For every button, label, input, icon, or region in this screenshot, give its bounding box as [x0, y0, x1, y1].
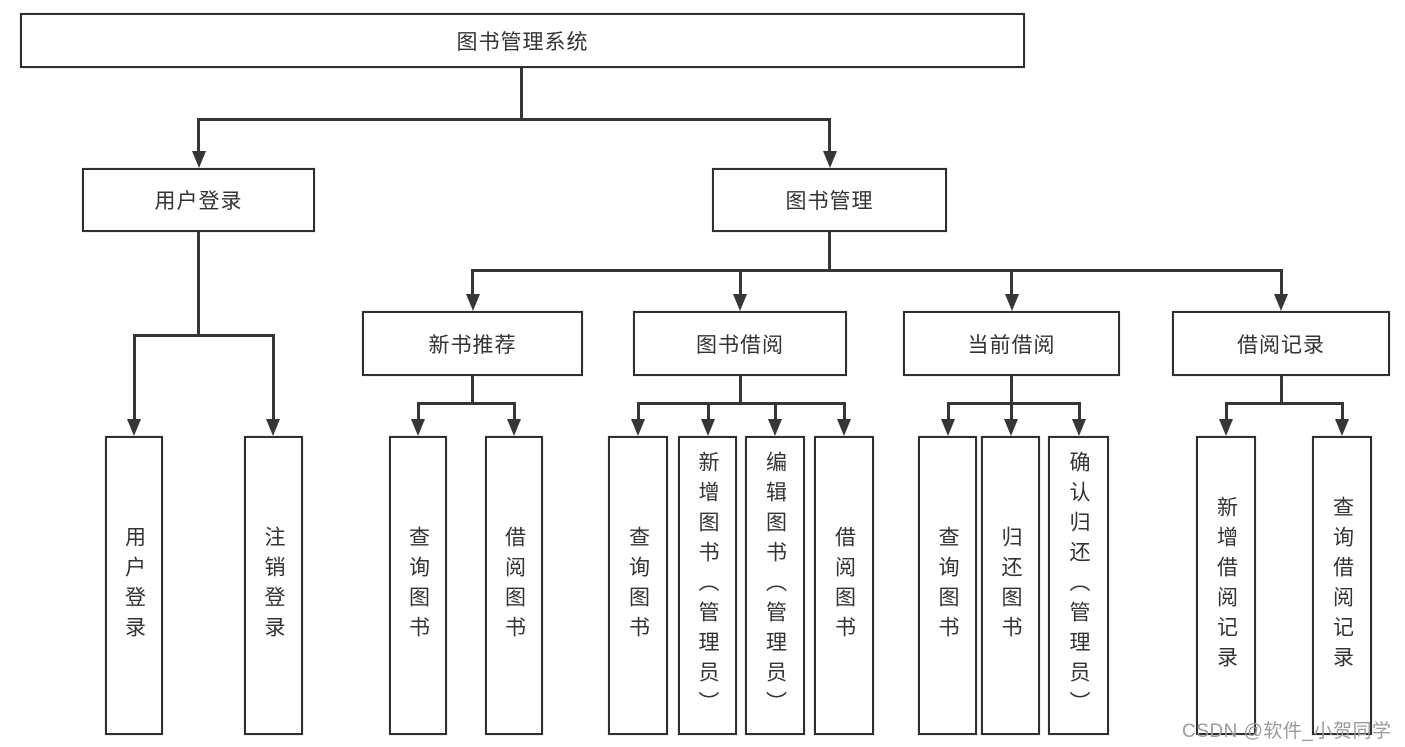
- leaf-current-query-books-label: 查询图书: [936, 525, 960, 646]
- arrowhead-icon: [191, 151, 206, 168]
- arrowhead-icon: [127, 419, 141, 436]
- arrowhead-icon: [465, 294, 480, 311]
- node-root-label: 图书管理系统: [456, 30, 589, 54]
- node-current-borrowing-label: 当前借阅: [967, 333, 1056, 357]
- connector-line: [1224, 402, 1228, 419]
- leaf-query-borrow-record: 查询借阅记录: [1312, 436, 1372, 735]
- leaf-current-query-books: 查询图书: [918, 436, 977, 735]
- leaf-logout-label: 注销登录: [262, 525, 286, 646]
- connector-line: [471, 376, 474, 402]
- leaf-add-borrow-record-label: 新增借阅记录: [1214, 495, 1238, 676]
- connector-line: [947, 402, 1079, 405]
- leaf-borrowing-borrow-books: 借阅图书: [814, 436, 874, 735]
- node-book-borrowing: 图书借阅: [633, 311, 847, 376]
- arrowhead-icon: [1072, 419, 1086, 436]
- connector-line: [706, 402, 710, 419]
- node-root: 图书管理系统: [20, 13, 1025, 68]
- leaf-recommend-query-books: 查询图书: [389, 436, 447, 735]
- arrowhead-icon: [631, 419, 645, 436]
- connector-line: [842, 402, 846, 419]
- arrowhead-icon: [1004, 419, 1018, 436]
- leaf-user-login: 用户登录: [105, 436, 163, 735]
- connector-line: [471, 269, 1282, 272]
- leaf-recommend-borrow-books-label: 借阅图书: [502, 525, 526, 646]
- leaf-edit-books-admin: 编辑图书（管理员）: [745, 436, 805, 735]
- leaf-borrowing-query-books-label: 查询图书: [626, 525, 650, 646]
- arrowhead-icon: [507, 419, 521, 436]
- connector-line: [1077, 402, 1081, 419]
- watermark-text: CSDN @软件_小贺同学: [1182, 721, 1392, 742]
- connector-line: [1009, 402, 1013, 419]
- arrowhead-icon: [411, 419, 425, 436]
- node-new-book-recommend: 新书推荐: [362, 311, 583, 376]
- node-book-management: 图书管理: [712, 168, 947, 232]
- arrowhead-icon: [733, 294, 747, 311]
- connector-line: [512, 402, 516, 419]
- leaf-confirm-return-admin-label: 确认归还（管理员）: [1067, 450, 1091, 721]
- connector-line: [271, 334, 275, 419]
- node-user-login-label: 用户登录: [154, 190, 243, 213]
- leaf-return-books-label: 归还图书: [999, 525, 1023, 646]
- leaf-borrowing-query-books: 查询图书: [608, 436, 668, 735]
- connector-line: [637, 402, 844, 405]
- connector-line: [132, 334, 136, 419]
- connector-line: [133, 334, 274, 337]
- arrowhead-icon: [941, 419, 955, 436]
- leaf-add-books-admin-label: 新增图书（管理员）: [696, 450, 720, 721]
- connector-line: [773, 402, 777, 419]
- arrowhead-icon: [1219, 419, 1233, 436]
- leaf-recommend-borrow-books: 借阅图书: [485, 436, 543, 735]
- connector-line: [1340, 402, 1344, 419]
- connector-line: [1225, 402, 1343, 405]
- leaf-return-books: 归还图书: [981, 436, 1040, 735]
- arrowhead-icon: [1274, 294, 1288, 311]
- node-borrowing-records-label: 借阅记录: [1237, 333, 1325, 357]
- connector-line: [417, 402, 515, 405]
- connector-line: [636, 402, 640, 419]
- node-user-login: 用户登录: [82, 168, 315, 232]
- leaf-add-books-admin: 新增图书（管理员）: [678, 436, 737, 735]
- connector-line: [197, 118, 200, 151]
- connector-line: [828, 232, 831, 269]
- node-current-borrowing: 当前借阅: [903, 311, 1120, 376]
- connector-line: [1279, 269, 1283, 294]
- leaf-user-login-label: 用户登录: [122, 525, 146, 646]
- connector-line: [738, 376, 742, 402]
- arrowhead-icon: [1004, 294, 1019, 311]
- connector-line: [946, 402, 950, 419]
- arrowhead-icon: [1335, 419, 1349, 436]
- arrowhead-icon: [701, 419, 715, 436]
- node-book-borrowing-label: 图书借阅: [696, 333, 784, 357]
- connector-line: [738, 269, 742, 294]
- node-new-book-recommend-label: 新书推荐: [428, 333, 517, 357]
- connector-line: [520, 68, 523, 118]
- arrowhead-icon: [837, 419, 851, 436]
- leaf-recommend-query-books-label: 查询图书: [406, 525, 430, 646]
- leaf-confirm-return-admin: 确认归还（管理员）: [1048, 436, 1109, 735]
- arrowhead-icon: [768, 419, 782, 436]
- leaf-borrowing-borrow-books-label: 借阅图书: [832, 525, 856, 646]
- connector-line: [197, 232, 200, 334]
- node-book-management-label: 图书管理: [785, 190, 874, 213]
- connector-line: [416, 402, 420, 419]
- connector-line: [1010, 376, 1013, 402]
- connector-line: [1279, 376, 1283, 402]
- leaf-add-borrow-record: 新增借阅记录: [1196, 436, 1256, 735]
- arrowhead-icon: [266, 419, 280, 436]
- connector-line: [197, 118, 831, 121]
- connector-line: [471, 269, 474, 294]
- connector-line: [1010, 269, 1013, 294]
- leaf-query-borrow-record-label: 查询借阅记录: [1330, 495, 1354, 676]
- leaf-edit-books-admin-label: 编辑图书（管理员）: [763, 450, 787, 721]
- leaf-logout: 注销登录: [244, 436, 303, 735]
- node-borrowing-records: 借阅记录: [1172, 311, 1390, 376]
- connector-line: [828, 118, 831, 151]
- arrowhead-icon: [822, 151, 837, 168]
